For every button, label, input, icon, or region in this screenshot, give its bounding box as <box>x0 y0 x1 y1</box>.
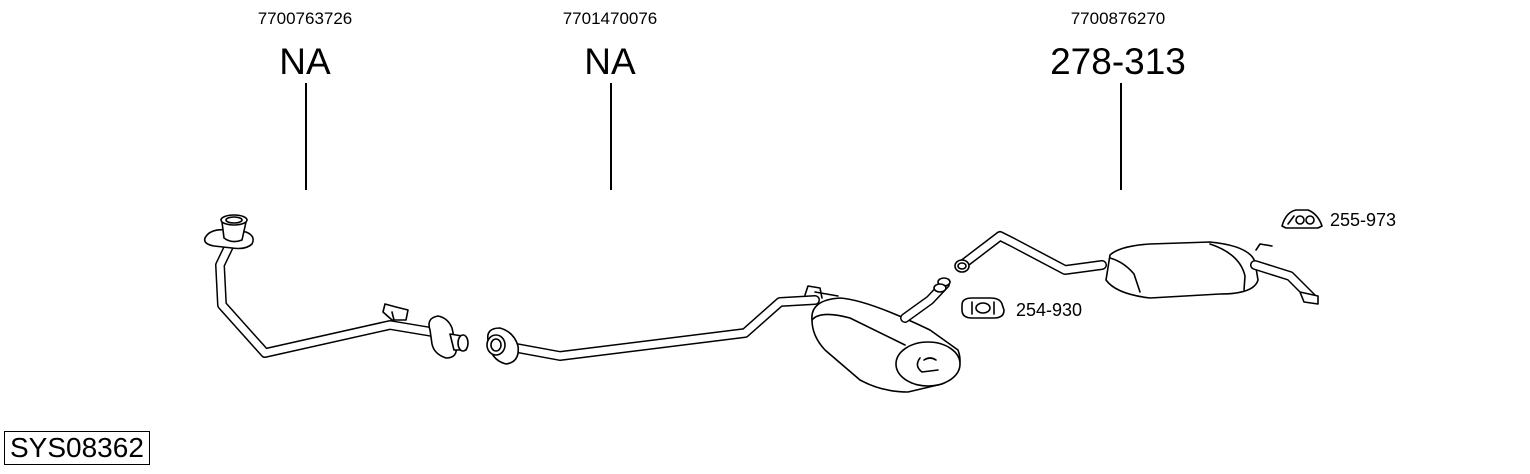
ref-centre-silencer[interactable]: NA <box>584 41 636 82</box>
rear-silencer[interactable] <box>1105 241 1319 305</box>
front-pipe[interactable] <box>203 214 469 359</box>
ref-rear-silencer[interactable]: 278-313 <box>1050 41 1186 82</box>
oem-number-front-pipe: 7700763726 <box>257 9 353 28</box>
centre-silencer[interactable] <box>811 277 961 393</box>
rubber-mount-icon[interactable] <box>1281 209 1323 229</box>
ref-rubber-mount[interactable]: 255-973 <box>1330 210 1397 230</box>
ref-clamp[interactable]: 254-930 <box>1016 300 1083 320</box>
system-code: SYS08362 <box>4 431 150 465</box>
oem-number-rear-silencer: 7700876270 <box>1070 9 1166 28</box>
leader-line-front-pipe <box>305 83 307 190</box>
oem-number-centre-silencer: 7701470076 <box>562 9 658 28</box>
clamp-icon[interactable] <box>961 297 1005 319</box>
rear-pipe[interactable] <box>954 231 1107 275</box>
leader-line-rear-silencer <box>1120 83 1122 190</box>
ref-front-pipe[interactable]: NA <box>279 41 331 82</box>
centre-pipe[interactable] <box>486 285 839 365</box>
leader-line-centre-silencer <box>610 83 612 190</box>
